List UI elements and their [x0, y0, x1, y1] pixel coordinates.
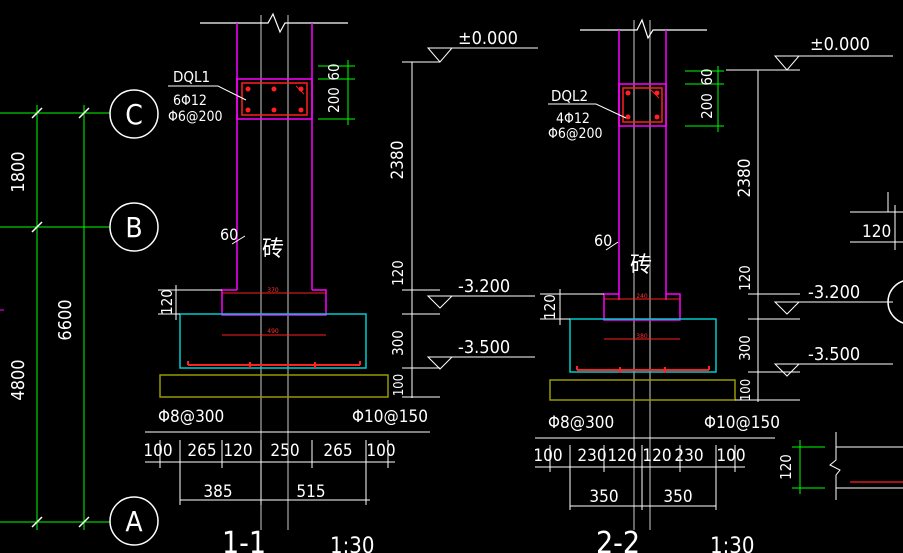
footing-1: 370 490: [159, 287, 389, 398]
footing-top-width-1: 490: [267, 328, 279, 335]
step-left-height-1: 120: [158, 289, 176, 315]
height-footing-2: 300: [736, 335, 754, 361]
bar-right-2: Φ10@150: [704, 413, 780, 433]
beam-stirrup-2: Φ6@200: [548, 126, 603, 142]
section-title-2: 2-2: [596, 526, 640, 553]
step-left-height-2: 120: [541, 294, 559, 320]
footing-2: 240 380: [549, 293, 736, 401]
level-mid-2: -3.200: [808, 282, 860, 303]
axis-bubble-c: [109, 89, 159, 139]
dim-row-1-3: 250: [270, 441, 299, 461]
ring-beam-2: [618, 83, 667, 127]
height-step-1: 120: [389, 260, 407, 286]
beam-cover-1: 60: [325, 63, 343, 80]
beam-label-1: DQL1: [173, 68, 210, 86]
dim-row-2-1: 230: [577, 446, 606, 466]
dim-row-1-4: 265: [323, 441, 352, 461]
step-dim-2: 120: [540, 289, 604, 325]
step-dim-1: 120: [158, 285, 222, 320]
beam-cover-2: 60: [698, 68, 716, 85]
break-line-2: [580, 18, 707, 40]
dim-row-2: 100 230 120 120 230 100 350 350: [533, 437, 775, 510]
dim-row-1: 100 265 120 250 265 100 385 515: [143, 431, 430, 505]
dim-half-1-0: 385: [203, 482, 232, 502]
dim-half-2-1: 350: [663, 487, 692, 507]
level-bot-2: -3.500: [808, 344, 860, 365]
dim-row-1-0: 100: [143, 441, 172, 461]
dim-ab: 4800: [8, 359, 29, 400]
height-step-2: 120: [736, 265, 754, 291]
dim-row-2-2: 120: [607, 446, 636, 466]
dim-row-1-1: 265: [187, 441, 216, 461]
dim-row-1-5: 100: [366, 441, 395, 461]
step-width-1: 370: [267, 287, 279, 294]
axis-label-b: B: [125, 211, 142, 244]
material-label-1: 砖: [262, 237, 284, 262]
vertical-dims-1: 2380 120 300 100: [388, 61, 440, 398]
offset-label-1: 60: [220, 225, 238, 244]
beam-height-2: 200: [698, 93, 716, 119]
beam-main-bar-2: 4Φ12: [556, 111, 590, 127]
beam-stirrup-1: Φ6@200: [168, 109, 223, 125]
axis-system: C B A 1800 4800 6600: [0, 89, 159, 546]
dim-row-2-3: 120: [642, 446, 671, 466]
partial-dim-a: 120: [862, 222, 891, 242]
step-width-2: 240: [636, 293, 648, 300]
section-scale-2: 1:30: [710, 534, 754, 553]
bar-left-1: Φ8@300: [158, 407, 224, 427]
right-partial-detail: 120 120: [777, 192, 903, 500]
break-line-1: [200, 12, 348, 34]
wall-2: [603, 20, 681, 530]
level-bot-1: -3.500: [458, 337, 510, 358]
section-2-2: DQL2 4Φ12 Φ6@200 200 60 砖 60 240 380: [533, 18, 893, 553]
partial-dim-b: 120: [777, 454, 795, 480]
beam-note-1: DQL1 6Φ12 Φ6@200: [168, 68, 247, 125]
height-bed-2: 100: [739, 379, 754, 401]
footing-top-width-2: 380: [636, 333, 648, 340]
axis-bubble-b: [109, 202, 159, 252]
dim-row-1-2: 120: [223, 441, 252, 461]
height-bed-1: 100: [392, 374, 407, 396]
vertical-dims-2: 2380 120 300 100: [726, 69, 800, 402]
level-top-1: ±0.000: [458, 28, 518, 49]
beam-height-1: 200: [325, 87, 343, 113]
dim-row-2-0: 100: [533, 446, 562, 466]
dim-half-1-1: 515: [296, 482, 325, 502]
offset-label-2: 60: [594, 231, 612, 250]
dim-row-2-5: 100: [716, 446, 745, 466]
section-scale-1: 1:30: [330, 534, 374, 553]
dim-bc: 1800: [8, 151, 29, 192]
dim-row-2-4: 230: [674, 446, 703, 466]
material-label-2: 砖: [630, 253, 652, 278]
ring-beam-1: [236, 78, 313, 120]
bar-right-1: Φ10@150: [352, 407, 428, 427]
level-markers-2: ±0.000 -3.200 -3.500: [773, 34, 893, 377]
beam-note-2: DQL2 4Φ12 Φ6@200: [548, 87, 627, 142]
dim-half-2-0: 350: [589, 487, 618, 507]
partial-axis-bubble: [887, 280, 903, 324]
dim-total: 6600: [55, 299, 76, 340]
axis-bubble-a: [109, 496, 159, 546]
beam-main-bar-1: 6Φ12: [173, 93, 207, 109]
height-wall-1: 2380: [388, 141, 408, 180]
beam-label-2: DQL2: [551, 87, 588, 105]
beam-dims-1: 200 60: [318, 60, 355, 125]
level-top-2: ±0.000: [810, 34, 870, 55]
section-title-1: 1-1: [222, 526, 266, 553]
height-wall-2: 2380: [735, 159, 755, 198]
bar-left-2: Φ8@300: [548, 413, 614, 433]
level-mid-1: -3.200: [458, 276, 510, 297]
axis-label-a: A: [125, 505, 143, 538]
level-markers-1: ±0.000 -3.200 -3.500: [426, 28, 538, 370]
beam-dims-2: 200 60: [685, 66, 724, 132]
section-1-1: DQL1 6Φ12 Φ6@200 200 60 砖 60: [143, 12, 538, 553]
axis-label-c: C: [125, 98, 143, 131]
height-footing-1: 300: [389, 330, 407, 356]
